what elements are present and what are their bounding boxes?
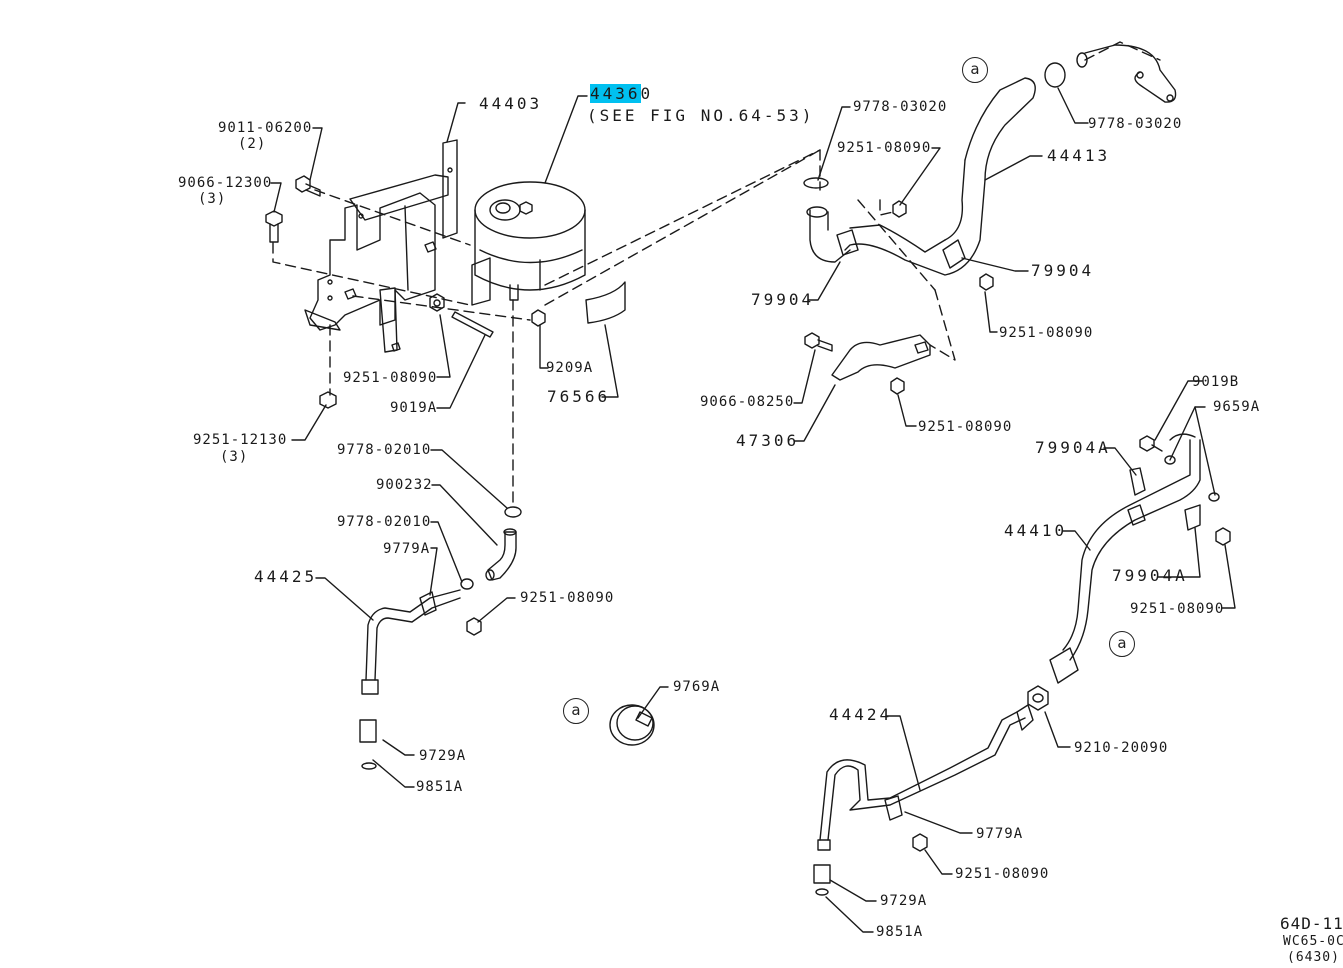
leader-lines-left xyxy=(271,96,668,787)
nut-9251-08090-a xyxy=(430,294,444,311)
part-label-9251-12130[interactable]: 9251-12130 xyxy=(193,432,288,448)
nut-9251-08090-d xyxy=(980,274,993,290)
part-label-9251-08090-d[interactable]: 9251-08090 xyxy=(999,325,1094,341)
part-label-9251-08090-e[interactable]: 9251-08090 xyxy=(918,419,1013,435)
part-label-9778-03020-b[interactable]: 9778-03020 xyxy=(1088,116,1183,132)
part-label-9659A[interactable]: 9659A xyxy=(1213,399,1261,415)
part-label-9729A-a[interactable]: 9729A xyxy=(419,748,467,764)
figure-number: 64D-11 xyxy=(1280,914,1343,933)
part-label-9851A-a[interactable]: 9851A xyxy=(416,779,464,795)
nut-9209A xyxy=(532,310,545,326)
clip-79904A xyxy=(1130,468,1200,530)
part-label-900232[interactable]: 900232 xyxy=(376,477,433,493)
clamp-9778-03020 xyxy=(804,63,1065,188)
sub-code: (6430) xyxy=(1287,950,1340,965)
assembly-lines xyxy=(273,42,1160,505)
part-qty-9011-06200: (2) xyxy=(238,136,267,152)
bolt-9066-08250 xyxy=(805,333,832,351)
part-label-9769A[interactable]: 9769A xyxy=(673,679,721,695)
part-label-9209A[interactable]: 9209A xyxy=(546,360,594,376)
reservoir-tank-44360 xyxy=(472,182,585,305)
reference-marker-a: a xyxy=(1109,631,1135,657)
part-label-9251-08090-c[interactable]: 9251-08090 xyxy=(837,140,932,156)
part-label-9251-08090-b[interactable]: 9251-08090 xyxy=(520,590,615,606)
part-label-9019B[interactable]: 9019B xyxy=(1192,374,1240,390)
pipe-44424 xyxy=(818,705,1033,850)
part-label-76566[interactable]: 76566 xyxy=(547,387,611,406)
nut-9251-08090-g xyxy=(913,834,927,851)
reference-marker-a: a xyxy=(962,57,988,83)
bolt-9066-12300 xyxy=(266,211,282,242)
highlight-44360: 4436 xyxy=(590,84,641,103)
part-label-9011-06200[interactable]: 9011-06200 xyxy=(218,120,313,136)
pipe-44410 xyxy=(1050,434,1200,683)
part-label-9019A[interactable]: 9019A xyxy=(390,400,438,416)
fitting-9729A-a xyxy=(360,720,376,769)
part-qty-9066-12300: (3) xyxy=(198,191,227,207)
part-label-44413[interactable]: 44413 xyxy=(1047,146,1111,165)
bolt-9011-06200 xyxy=(296,176,320,196)
part-label-44403[interactable]: 44403 xyxy=(479,94,543,113)
part-label-44360[interactable]: 44360 xyxy=(590,84,654,103)
part-label-79904A-a[interactable]: 79904A xyxy=(1035,438,1111,457)
part-label-79904-b[interactable]: 79904 xyxy=(751,290,815,309)
part-label-9779A-b[interactable]: 9779A xyxy=(976,826,1024,842)
stud-9019A xyxy=(452,312,493,337)
reference-marker-a: a xyxy=(563,698,589,724)
leader-lines-right xyxy=(794,88,1088,441)
part-qty-9251-12130: (3) xyxy=(220,449,249,465)
part-label-9251-08090-a[interactable]: 9251-08090 xyxy=(343,370,438,386)
part-label-9210-20090[interactable]: 9210-20090 xyxy=(1074,740,1169,756)
bracket-44403 xyxy=(305,140,457,352)
clamp-9778-02010 xyxy=(505,507,521,517)
part-label-9778-03020-a[interactable]: 9778-03020 xyxy=(853,99,948,115)
nut-9251-08090-c xyxy=(893,201,906,217)
part-label-9778-02010-b[interactable]: 9778-02010 xyxy=(337,514,432,530)
part-label-44425[interactable]: 44425 xyxy=(254,567,318,586)
pipe-outlet xyxy=(1077,45,1176,102)
part-label-9066-08250[interactable]: 9066-08250 xyxy=(700,394,795,410)
hose-44413 xyxy=(807,78,1035,275)
nut-9210-20090 xyxy=(1028,686,1048,710)
nut-9251-08090-e xyxy=(891,378,904,394)
hose-900232 xyxy=(486,529,516,580)
nut-9251-08090-f xyxy=(1216,528,1230,545)
part-label-44410[interactable]: 44410 xyxy=(1004,521,1068,540)
clamp-79904 xyxy=(837,230,965,268)
bolt-9019B xyxy=(1140,436,1162,451)
part-note-44360: (SEE FIG NO.64-53) xyxy=(587,106,815,125)
part-label-79904A-b[interactable]: 79904A xyxy=(1112,566,1188,585)
nut-9251-08090-b xyxy=(467,618,481,635)
part-label-47306[interactable]: 47306 xyxy=(736,431,800,450)
part-label-79904-a[interactable]: 79904 xyxy=(1031,261,1095,280)
part-label-9066-12300[interactable]: 9066-12300 xyxy=(178,175,273,191)
pipe-44425 xyxy=(362,579,473,694)
part-label-44424[interactable]: 44424 xyxy=(829,705,893,724)
part-label-9778-02010-a[interactable]: 9778-02010 xyxy=(337,442,432,458)
model-code: WC65-0C xyxy=(1283,934,1343,949)
nut-9251-12130 xyxy=(320,392,336,408)
part-label-9779A-a[interactable]: 9779A xyxy=(383,541,431,557)
part-label-9251-08090-g[interactable]: 9251-08090 xyxy=(955,866,1050,882)
part-label-9729A-b[interactable]: 9729A xyxy=(880,893,928,909)
part-label-9851A-b[interactable]: 9851A xyxy=(876,924,924,940)
leader-lines-bottom xyxy=(826,381,1235,932)
part-label-9251-08090-f[interactable]: 9251-08090 xyxy=(1130,601,1225,617)
band-76566 xyxy=(586,282,625,323)
fitting-9729A-b xyxy=(814,865,830,895)
band-9769A xyxy=(610,705,654,745)
bracket-47306 xyxy=(832,335,930,380)
